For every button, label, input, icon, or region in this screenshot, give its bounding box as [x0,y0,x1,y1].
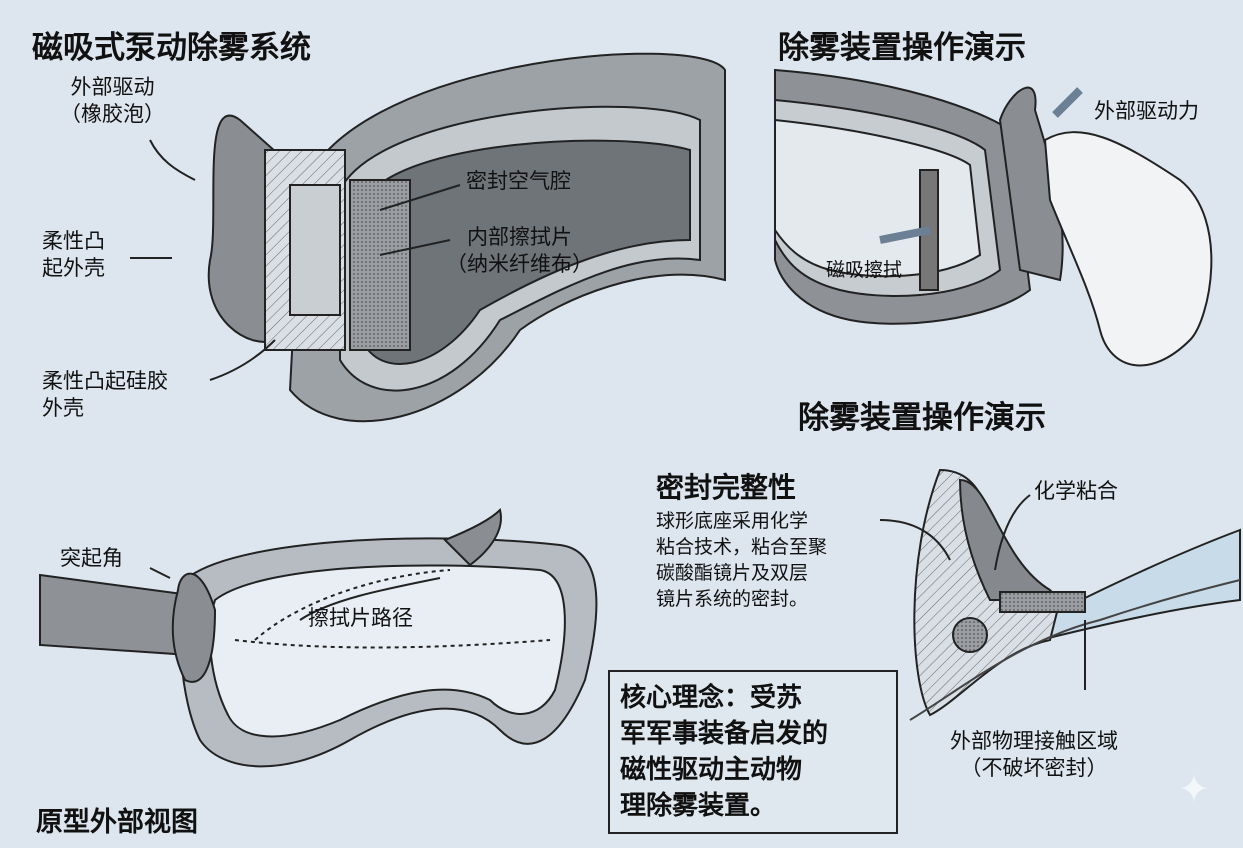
core-concept-line: 理除雾装置。 [620,791,777,821]
seal-cross-section [909,468,1241,721]
title-pump-system: 磁吸式泵动除雾系统 [32,30,311,66]
core-concept-line: 核心理念：受苏 [620,683,803,713]
leader-arrows [130,139,1086,690]
label-air-chamber: 密封空气腔 [466,169,571,193]
title-operation-demo: 除雾装置操作演示 [778,30,1026,66]
label-flex-shell: 柔性凸 起外壳 [42,228,105,282]
label-line: 外壳 [42,396,84,420]
title-exterior-view: 原型外部视图 [36,807,198,838]
exterior-goggle [39,508,598,768]
label-external-force: 外部驱动力 [1094,99,1199,123]
label-chemical-bond: 化学粘合 [1034,479,1118,503]
subtitle-operation-demo: 除雾装置操作演示 [798,400,1046,436]
label-line: 外部驱动 [70,75,155,99]
core-concept-box: 核心理念：受苏 军军事装备启发的 磁性驱动主动物 理除雾装置。 [608,670,898,834]
description-line: 碳酸酯镜片及双层 [656,562,809,584]
core-concept-line: 军军事装备启发的 [620,719,829,749]
label-silicone-shell: 柔性凸起硅胶 外壳 [42,368,168,422]
sparkle-icon: ✦ [1178,767,1210,811]
label-line: 柔性凸起硅胶 [42,369,168,393]
title-seal-integrity: 密封完整性 [656,471,797,504]
label-line: （不破坏密封） [960,756,1108,780]
cutaway-goggle [207,52,726,423]
description-line: 粘合技术，粘合至聚 [656,536,828,558]
label-line: 内部擦拭片 [467,225,572,249]
core-concept-line: 磁性驱动主动物 [620,755,803,785]
description-line: 镜片系统的密封。 [656,588,809,610]
seal-description: 球形底座采用化学 粘合技术，粘合至聚 碳酸酯镜片及双层 镜片系统的密封。 [656,508,827,612]
label-line: （纳米纤维布） [446,252,593,276]
label-wiper-path: 擦拭片路径 [308,606,413,630]
label-line: 柔性凸 [42,229,105,253]
label-inner-wiper: 内部擦拭片 （纳米纤维布） [446,224,593,278]
label-line: 外部物理接触区域 [950,729,1118,753]
label-horn: 突起角 [60,546,123,570]
description-line: 球形底座采用化学 [656,510,809,532]
label-external-drive: 外部驱动 （橡胶泡） [60,74,165,128]
label-line: （橡胶泡） [60,102,165,126]
operation-goggle [774,68,1213,367]
label-magnetic-wipe: 磁吸擦拭 [826,259,903,281]
label-contact-zone: 外部物理接触区域 （不破坏密封） [950,728,1118,782]
label-line: 起外壳 [42,256,105,280]
